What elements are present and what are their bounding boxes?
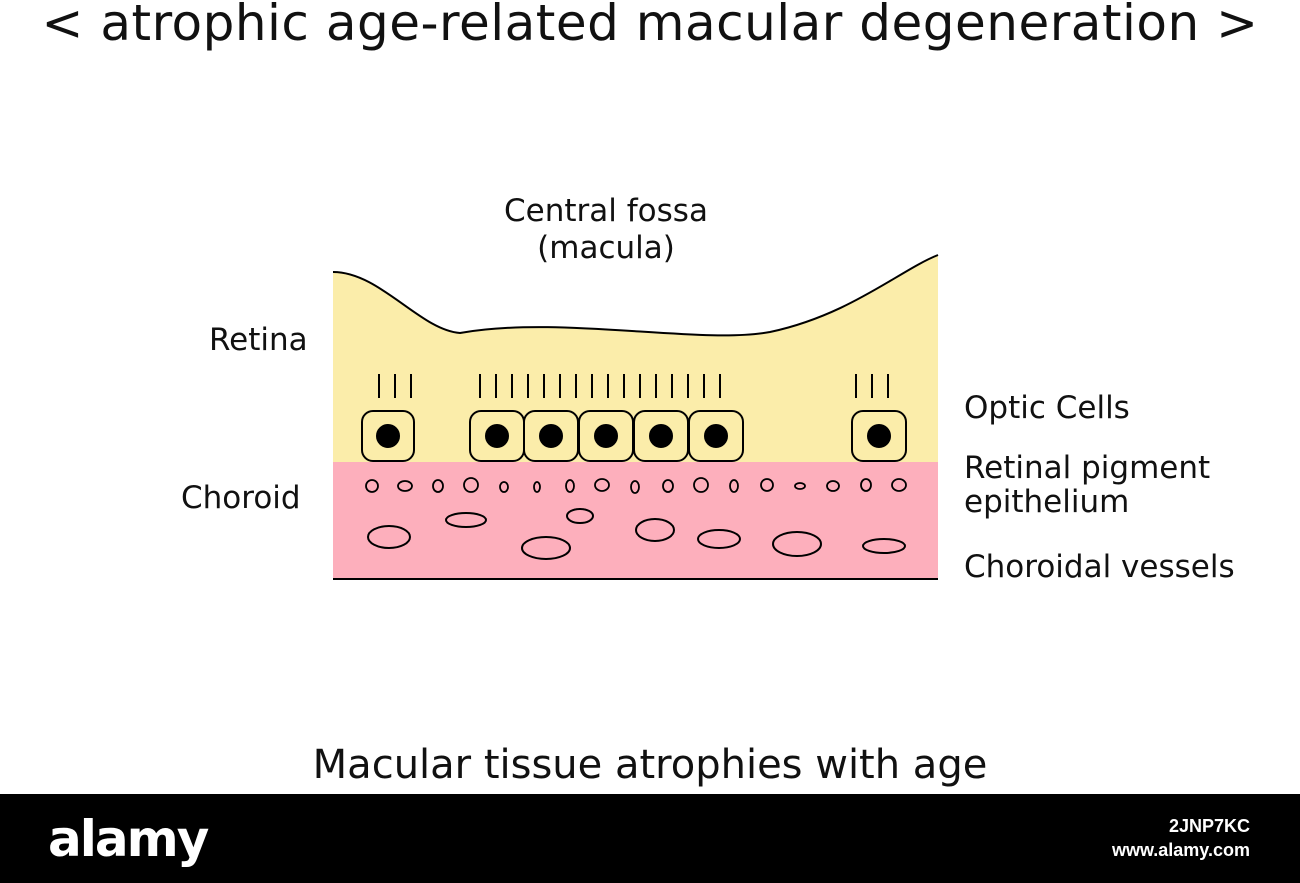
optic-cells bbox=[361, 410, 907, 462]
optic-cells-label: Optic Cells bbox=[964, 390, 1130, 426]
watermark-image-id: 2JNP7KC bbox=[1168, 816, 1250, 836]
choroid-layer bbox=[333, 462, 938, 579]
rpe-label: Retinal pigment epithelium bbox=[964, 450, 1210, 521]
watermark-footer: alamy 2JNP7KC www.alamy.com bbox=[0, 794, 1300, 883]
central-fossa-label: Central fossa (macula) bbox=[496, 193, 716, 267]
cell-nucleus bbox=[594, 424, 618, 448]
central-fossa-line1: Central fossa bbox=[504, 193, 708, 229]
cell-nucleus bbox=[539, 424, 563, 448]
diagram-title: < atrophic age-related macular degenerat… bbox=[41, 0, 1259, 52]
rpe-granules bbox=[365, 477, 907, 494]
choroid-label: Choroid bbox=[181, 480, 301, 516]
retina-surface-line bbox=[332, 254, 939, 337]
photoreceptor-stalks bbox=[378, 374, 889, 398]
choroidal-vessels-label: Choroidal vessels bbox=[964, 549, 1235, 585]
cell-nucleus bbox=[376, 424, 400, 448]
cell-nucleus bbox=[485, 424, 509, 448]
cell-nucleus bbox=[704, 424, 728, 448]
diagram-caption: Macular tissue atrophies with age bbox=[312, 742, 988, 788]
rpe-label-line2: epithelium bbox=[964, 484, 1130, 521]
choroidal-vessels bbox=[367, 508, 906, 560]
watermark-logo: alamy bbox=[48, 810, 209, 868]
retina-label: Retina bbox=[209, 322, 308, 358]
cell-nucleus bbox=[649, 424, 673, 448]
central-fossa-line2: (macula) bbox=[537, 230, 675, 267]
cell-nucleus bbox=[867, 424, 891, 448]
watermark-site: www.alamy.com bbox=[1111, 840, 1250, 860]
rpe-label-line1: Retinal pigment bbox=[964, 450, 1211, 486]
